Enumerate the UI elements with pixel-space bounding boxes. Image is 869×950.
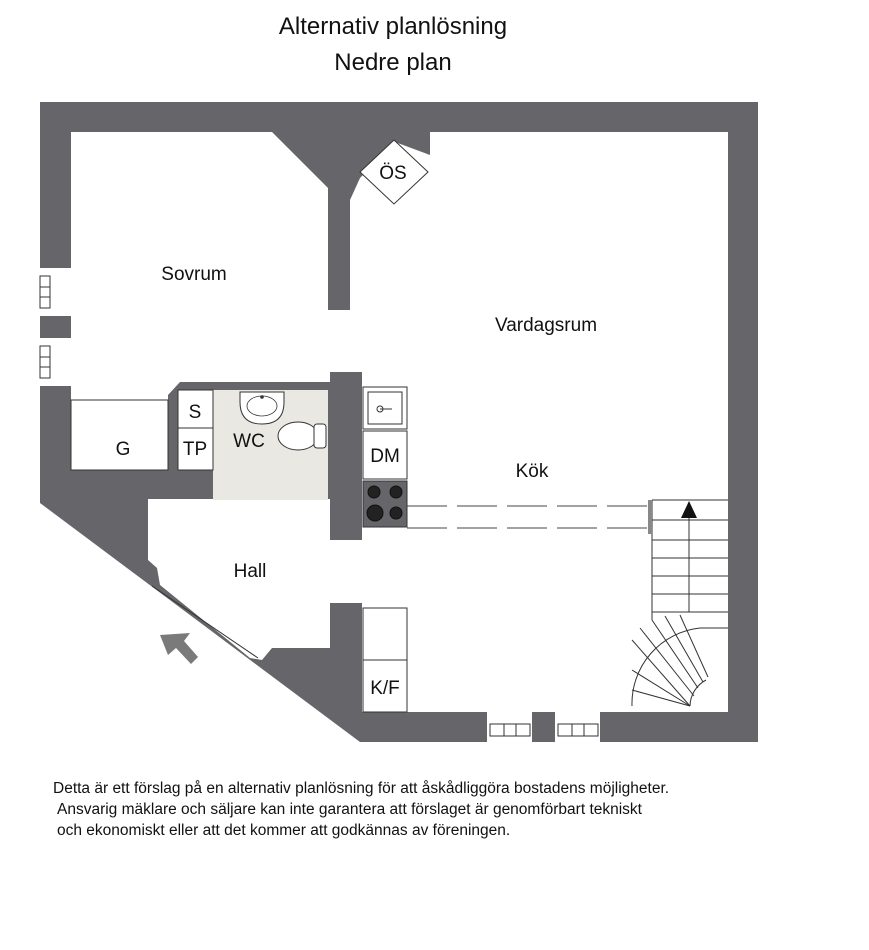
wardrobe-g (70, 399, 169, 471)
wc-floor-lower (230, 470, 300, 500)
storage-tp-label: TP (183, 439, 207, 460)
window-left-upper (39, 268, 71, 316)
stair-handrail (648, 500, 652, 534)
disclaimer-line-3: och ekonomiskt eller att det kommer att … (57, 822, 511, 839)
kitchen-sink-icon (362, 386, 408, 430)
stove-icon (362, 480, 408, 528)
interior-wall-wc-right (300, 382, 362, 540)
window-bottom-right (555, 712, 600, 742)
window-left-lower (39, 338, 71, 386)
dishwasher-dm (362, 430, 408, 480)
shaft-os-label: ÖS (379, 163, 406, 184)
disclaimer-line-1: Detta är ett förslag på en alternativ pl… (53, 780, 670, 797)
room-label-sovrum: Sovrum (161, 264, 226, 285)
dishwasher-dm-label: DM (370, 446, 400, 467)
room-label-kok: Kök (516, 461, 549, 482)
stair-up-arrow-icon (681, 501, 697, 518)
fridge-kf-upper (362, 607, 408, 661)
wash-basin-icon (239, 391, 285, 425)
room-label-hall: Hall (234, 561, 267, 582)
disclaimer: Detta är ett förslag på en alternativ pl… (53, 778, 813, 841)
staircase (631, 499, 728, 707)
plan-subtitle: Nedre plan (334, 49, 452, 76)
wardrobe-g-label: G (116, 439, 131, 460)
disclaimer-line-2: Ansvarig mäklare och säljare kan inte ga… (57, 801, 642, 818)
interior-wall-bath-lower (148, 470, 230, 499)
room-label-vardagsrum: Vardagsrum (495, 315, 597, 336)
storage-s-label: S (189, 402, 202, 423)
fridge-kf-label: K/F (370, 678, 400, 699)
storage-tp (177, 427, 214, 471)
shaft-os (359, 139, 429, 205)
interior-wall-hall-notch (272, 603, 362, 712)
window-bottom-left (487, 712, 532, 742)
toilet-icon (277, 421, 327, 451)
entrance-arrow-icon (160, 633, 198, 664)
entrance-door (151, 585, 259, 659)
wc-label: WC (233, 431, 265, 452)
plan-title: Alternativ planlösning (278, 13, 508, 40)
fridge-kf (362, 659, 408, 713)
overhead-dashed-lines (407, 505, 648, 529)
